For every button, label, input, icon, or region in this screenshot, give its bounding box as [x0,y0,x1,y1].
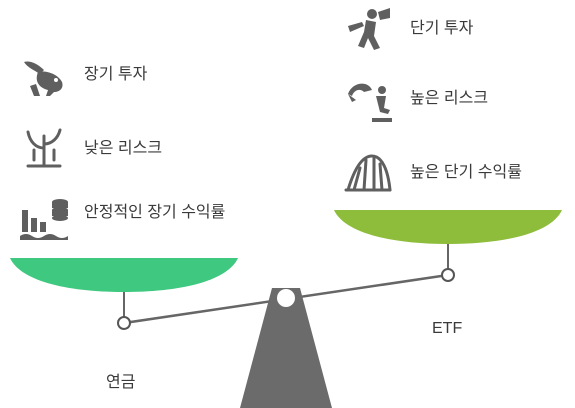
left-item-3-label: 안정적인 장기 수익률 [84,204,226,221]
left-item-2-label: 낮은 리스크 [84,140,163,157]
right-item-3-label: 높은 단기 수익률 [410,164,522,181]
fulcrum [240,288,332,408]
desert-plant-icon [26,128,62,168]
runner-icon [348,8,390,50]
right-pivot-ring [441,268,455,282]
right-caption-etf: ETF [432,320,463,337]
rabbit-icon [24,61,63,96]
skydiver-icon [348,83,392,122]
left-pan [10,258,238,292]
right-pan [334,210,562,244]
stacked-bars-coins-icon [20,199,68,240]
left-caption-pension: 연금 [106,374,136,391]
right-item-1-label: 단기 투자 [410,20,474,37]
left-item-1-label: 장기 투자 [84,66,148,83]
left-pivot-ring [117,316,131,330]
right-item-2-label: 높은 리스크 [410,90,489,107]
roller-coaster-icon [344,154,392,192]
fulcrum-pivot [277,289,295,307]
